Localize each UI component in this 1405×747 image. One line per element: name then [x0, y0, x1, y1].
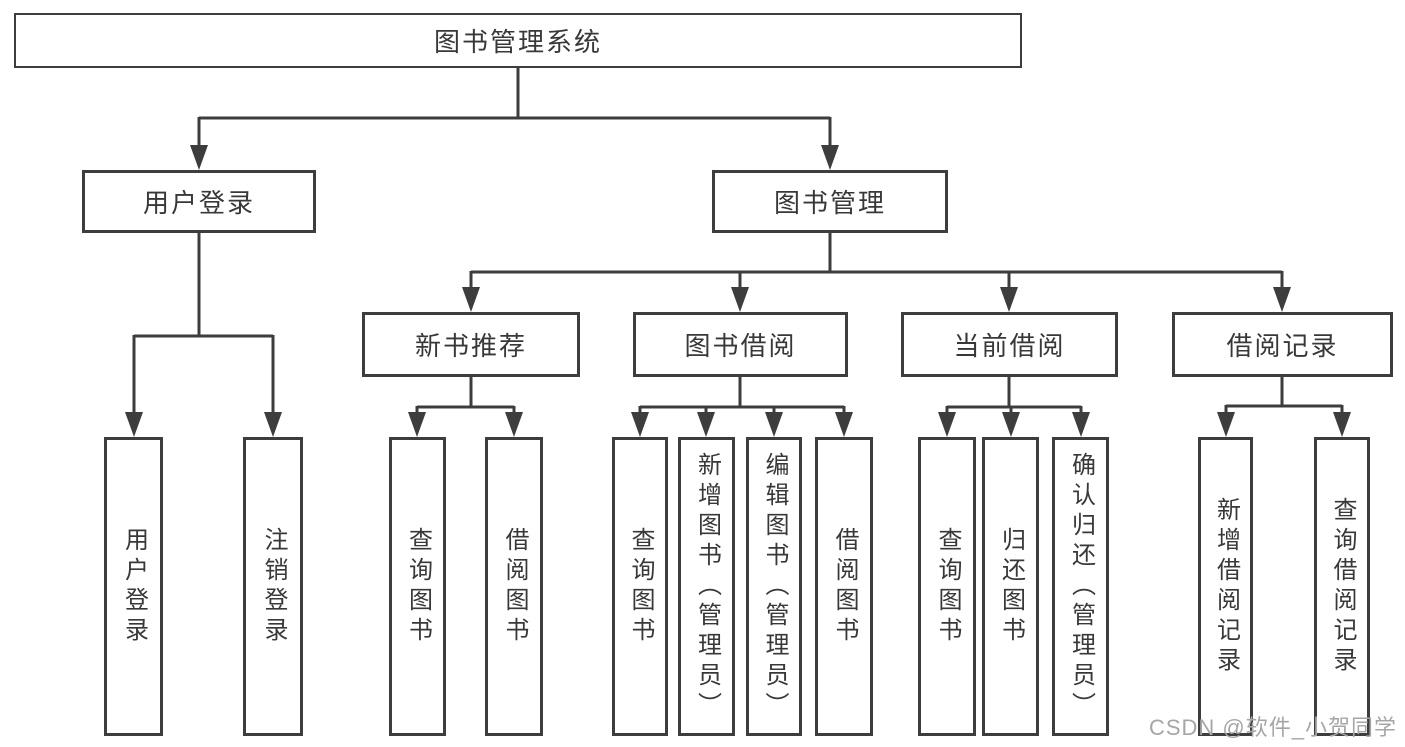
- node-user-login: 用户登录: [82, 170, 316, 233]
- leaf-edit-books-admin: 编辑图书（管理员）: [746, 437, 802, 736]
- leaf-confirm-return-admin-label: 确认归还（管理员）: [1067, 451, 1095, 722]
- leaf-recommend-query-books-label: 查询图书: [404, 526, 432, 647]
- leaf-query-borrow-record: 查询借阅记录: [1314, 437, 1370, 736]
- leaf-return-books-label: 归还图书: [997, 526, 1025, 647]
- watermark: CSDN @软件_小贺同学: [1148, 715, 1397, 740]
- arrowheads: [125, 145, 1351, 437]
- leaf-recommend-query-books: 查询图书: [389, 437, 446, 736]
- leaf-add-books-admin: 新增图书（管理员）: [678, 437, 735, 736]
- node-book-management: 图书管理: [712, 170, 948, 233]
- node-current-borrow: 当前借阅: [901, 312, 1118, 377]
- leaf-logout-label: 注销登录: [260, 526, 287, 647]
- leaf-edit-books-admin-label: 编辑图书（管理员）: [761, 451, 788, 722]
- leaf-current-query-books: 查询图书: [918, 437, 976, 736]
- node-library-management-system: 图书管理系统: [14, 13, 1022, 68]
- node-borrow-records: 借阅记录: [1172, 312, 1393, 377]
- leaf-add-borrow-record-label: 新增借阅记录: [1212, 496, 1240, 677]
- leaf-recommend-borrow-books-label: 借阅图书: [501, 526, 528, 647]
- node-new-book-recommend: 新书推荐: [362, 312, 580, 377]
- node-book-borrow: 图书借阅: [633, 312, 848, 377]
- leaf-logout: 注销登录: [243, 437, 303, 736]
- leaf-borrow-query-books: 查询图书: [612, 437, 668, 736]
- leaf-add-books-admin-label: 新增图书（管理员）: [693, 451, 721, 722]
- leaf-user-login: 用户登录: [104, 437, 163, 736]
- leaf-borrow-borrow-books-label: 借阅图书: [831, 526, 858, 647]
- leaf-user-login-label: 用户登录: [120, 526, 148, 647]
- leaf-recommend-borrow-books: 借阅图书: [485, 437, 543, 736]
- leaf-borrow-borrow-books: 借阅图书: [815, 437, 873, 736]
- leaf-add-borrow-record: 新增借阅记录: [1198, 437, 1253, 736]
- leaf-query-borrow-record-label: 查询借阅记录: [1329, 496, 1356, 677]
- leaf-confirm-return-admin: 确认归还（管理员）: [1052, 437, 1109, 736]
- leaf-current-query-books-label: 查询图书: [934, 526, 961, 647]
- leaf-return-books: 归还图书: [982, 437, 1039, 736]
- leaf-borrow-query-books-label: 查询图书: [627, 526, 654, 647]
